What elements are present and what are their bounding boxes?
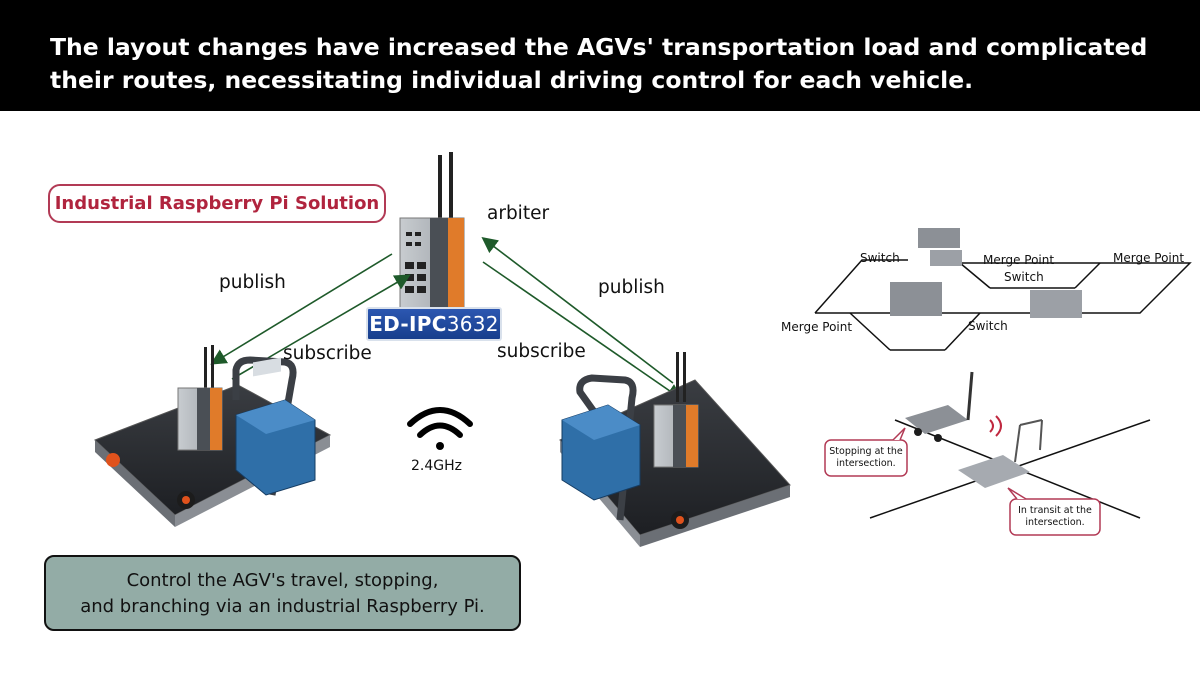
header-line-2: their routes, necessitating individual d… xyxy=(50,66,974,94)
right-publish-label: publish xyxy=(598,277,665,298)
callout-bubbles xyxy=(824,427,1101,536)
info-line-1: Control the AGV's travel, stopping, xyxy=(126,570,439,591)
info-box: Control the AGV's travel, stopping, and … xyxy=(44,555,521,631)
route-switch-bottom: Switch xyxy=(968,319,1008,333)
wifi-frequency-label: 2.4GHz xyxy=(411,458,462,474)
callout-stopping-line-2: intersection. xyxy=(836,458,896,469)
callout-transit-line-2: intersection. xyxy=(1025,517,1085,528)
signal-icon xyxy=(989,415,1002,437)
header-bar: The layout changes have increased the AG… xyxy=(0,0,1200,111)
route-merge-point-right: Merge Point xyxy=(1113,251,1185,265)
route-merge-point-top: Merge Point xyxy=(983,253,1055,267)
route-carts xyxy=(890,228,1082,318)
callout-transit: In transit at the intersection. xyxy=(1012,505,1098,529)
device-number: 3632 xyxy=(446,312,499,336)
central-ipc-device xyxy=(399,152,465,309)
solution-pill: Industrial Raspberry Pi Solution xyxy=(48,184,386,223)
right-subscribe-label: subscribe xyxy=(497,341,586,362)
callout-stopping: Stopping at the intersection. xyxy=(827,446,905,470)
device-model-badge: ED-IPC3632 xyxy=(366,307,502,341)
device-prefix: ED-IPC xyxy=(369,312,447,336)
callout-transit-line-1: In transit at the xyxy=(1018,505,1092,516)
right-agv-illustration xyxy=(559,352,791,547)
left-publish-label: publish xyxy=(219,272,286,293)
header-line-1: The layout changes have increased the AG… xyxy=(50,33,1148,61)
callout-stopping-line-1: Stopping at the xyxy=(829,446,903,457)
info-line-2: and branching via an industrial Raspberr… xyxy=(80,596,485,617)
route-merge-point-left: Merge Point xyxy=(781,320,853,334)
route-switch-top: Switch xyxy=(860,251,900,265)
arbiter-label: arbiter xyxy=(487,203,550,224)
route-switch-middle: Switch xyxy=(1004,270,1044,284)
route-diagram xyxy=(814,259,1192,351)
intersection-carts xyxy=(905,371,1043,488)
left-subscribe-label: subscribe xyxy=(283,343,372,364)
left-agv-illustration xyxy=(94,345,332,527)
wifi-icon xyxy=(407,407,473,450)
